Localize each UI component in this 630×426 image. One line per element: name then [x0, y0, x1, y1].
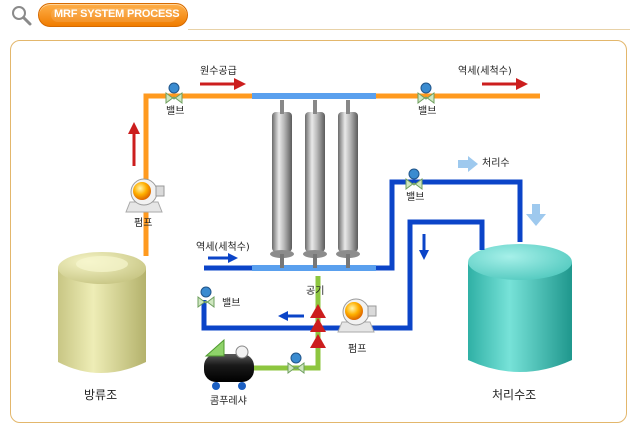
valve-icon[interactable] — [165, 82, 183, 104]
header-divider — [188, 29, 630, 30]
treated-tank-label: 처리수조 — [492, 388, 537, 402]
equalization-tank — [58, 252, 146, 373]
compressor-label: 콤푸레샤 — [210, 396, 247, 407]
valve-icon[interactable] — [417, 82, 435, 104]
valve-label: 밸브 — [406, 192, 425, 203]
title-pill — [38, 3, 188, 27]
valve-icon[interactable] — [197, 286, 215, 308]
pump-label: 펌프 — [134, 218, 153, 229]
backwash-top-label: 역세(세척수) — [458, 66, 512, 77]
equalization-tank-label: 방류조 — [84, 388, 118, 402]
membrane-modules — [270, 100, 360, 268]
valve-icon[interactable] — [405, 168, 423, 190]
search-icon — [12, 6, 32, 26]
valve-icon[interactable] — [287, 352, 305, 374]
valve-label: 밸브 — [222, 298, 241, 309]
pump-icon[interactable] — [337, 298, 377, 333]
air-label: 공기 — [306, 286, 325, 297]
pump-icon[interactable] — [125, 178, 165, 213]
pump-label: 펌프 — [348, 344, 367, 355]
raw-supply-label: 원수공급 — [200, 66, 237, 77]
valve-label: 밸브 — [166, 106, 185, 117]
backwash-mid-label: 역세(세척수) — [196, 242, 250, 253]
arrow-icon — [128, 78, 546, 348]
page-title: MRF SYSTEM PROCESS — [54, 8, 180, 20]
valve-label: 밸브 — [418, 106, 437, 117]
compressor-icon[interactable] — [204, 338, 254, 390]
header-bar: MRF SYSTEM PROCESS — [0, 0, 630, 30]
treated-water-label: 처리수 — [482, 158, 510, 169]
treated-water-tank — [468, 244, 572, 372]
